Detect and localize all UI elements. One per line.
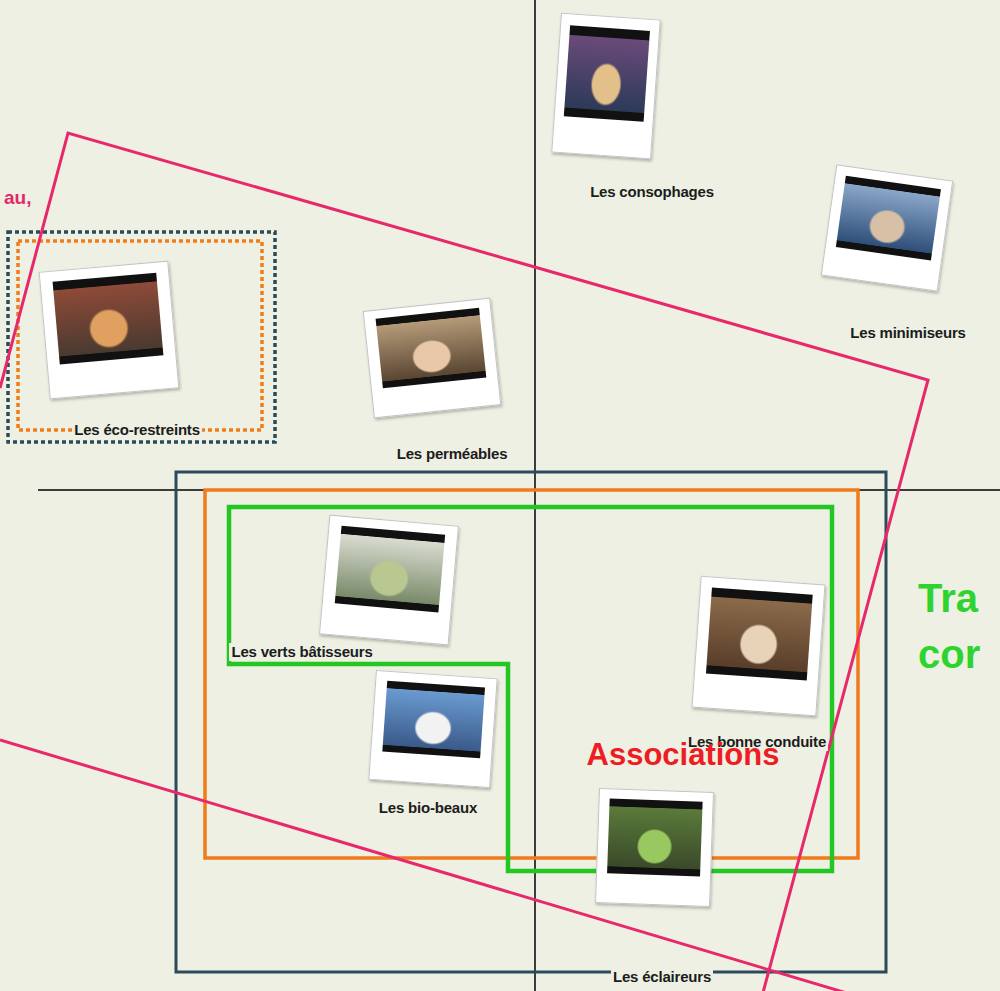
- persona-label: Les perméables: [395, 445, 510, 463]
- photo: [334, 526, 445, 613]
- region-label: au,: [4, 188, 31, 209]
- persona-card: Les éclaireurs: [597, 790, 713, 986]
- photo-frame: [821, 164, 953, 291]
- pink-region: [0, 133, 928, 991]
- photo: [376, 308, 486, 388]
- persona-label: Les éco-restreints: [72, 421, 202, 439]
- dotted-orange-region: [18, 241, 262, 430]
- orange-region: [205, 490, 858, 858]
- photo-frame: [368, 670, 497, 788]
- photo: [564, 25, 651, 121]
- persona-card: Les minimiseurs: [828, 172, 968, 342]
- persona-card: Les bio-beaux: [372, 674, 494, 817]
- photo: [836, 176, 940, 261]
- photo-frame: [39, 261, 180, 400]
- dotted-teal-region: [8, 232, 275, 442]
- persona-card: Les éco-restreints: [44, 266, 202, 439]
- photo-frame: [551, 13, 661, 160]
- vertical-axis: [534, 0, 536, 991]
- persona-label: Les bio-beaux: [377, 799, 479, 817]
- persona-label: Les minimiseurs: [848, 324, 967, 342]
- photo: [607, 798, 702, 876]
- photo: [382, 680, 485, 758]
- photo-frame: [595, 788, 714, 907]
- persona-card: Les verts bâtisseurs: [229, 520, 454, 661]
- photo-frame: [692, 576, 826, 716]
- persona-card: Les bonne conduite: [686, 580, 828, 751]
- persona-label: Les verts bâtisseurs: [229, 643, 374, 661]
- region-label: Associations: [587, 738, 780, 772]
- region-label: cor: [918, 632, 980, 676]
- teal-region: [176, 472, 886, 972]
- photo: [706, 588, 813, 681]
- persona-label: Les consophages: [588, 183, 716, 201]
- green-region: [229, 507, 832, 871]
- photo-frame: [363, 298, 502, 419]
- persona-label: Les éclaireurs: [611, 968, 713, 986]
- photo: [52, 273, 164, 365]
- persona-card: Les perméables: [368, 304, 509, 463]
- persona-card: Les consophages: [556, 16, 716, 201]
- photo-frame: [319, 515, 459, 646]
- region-label: Tra: [918, 576, 978, 620]
